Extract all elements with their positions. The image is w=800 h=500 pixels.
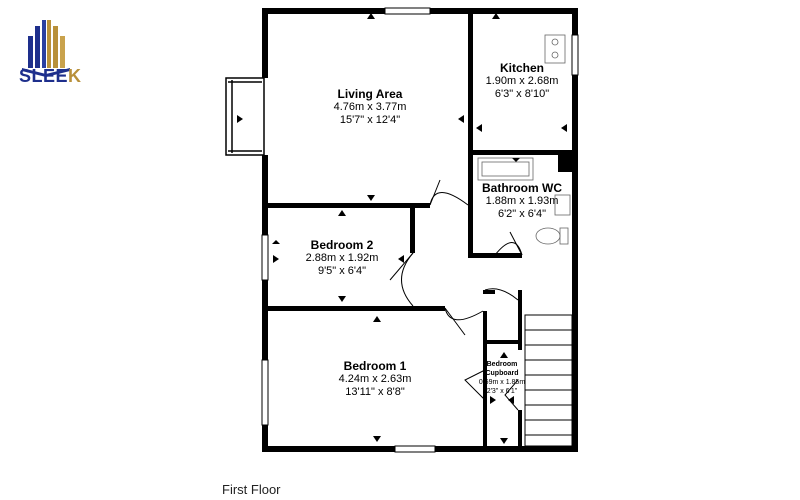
room-bathroom-wc: Bathroom WC 1.88m x 1.93m 6'2" x 6'4": [472, 182, 572, 221]
doors: [389, 179, 523, 411]
room-living-area: Living Area 4.76m x 3.77m 15'7" x 12'4": [300, 88, 440, 127]
room-imperial: 9'5" x 6'4": [317, 265, 367, 277]
room-bedroom-cupboard: Bedroom Cupboard 0.69m x 1.85m 2'3" x 6'…: [478, 360, 526, 396]
bay-window: [225, 77, 265, 156]
room-metric: 2.88m x 1.92m: [305, 252, 379, 264]
room-bedroom-1: Bedroom 1 4.24m x 2.63m 13'11" x 8'8": [315, 360, 435, 399]
room-metric: 0.69m x 1.85m: [478, 379, 526, 386]
logo-text: SLEEK: [19, 66, 82, 86]
room-name: Bedroom 2: [310, 238, 374, 252]
room-name: Bedroom 1: [343, 359, 407, 373]
arrows: [237, 13, 567, 444]
logo-icon: [22, 20, 70, 77]
room-metric: 1.90m x 2.68m: [485, 75, 559, 87]
room-imperial: 6'2" x 6'4": [497, 208, 547, 220]
floor-label: First Floor: [222, 482, 281, 497]
room-metric: 4.24m x 2.63m: [338, 373, 412, 385]
room-imperial: 15'7" x 12'4": [339, 114, 401, 126]
room-kitchen: Kitchen 1.90m x 2.68m 6'3" x 8'10": [472, 62, 572, 101]
stairs: [524, 314, 573, 447]
room-bedroom-2: Bedroom 2 2.88m x 1.92m 9'5" x 6'4": [282, 239, 402, 278]
room-name: Bedroom Cupboard: [485, 361, 519, 377]
fixtures: [477, 34, 571, 245]
room-name: Kitchen: [499, 61, 544, 75]
room-imperial: 13'11" x 8'8": [345, 386, 405, 398]
room-metric: 4.76m x 3.77m: [333, 101, 407, 113]
windows: [261, 7, 579, 453]
room-metric: 1.88m x 1.93m: [485, 195, 559, 207]
room-imperial: 2'3" x 6'1": [486, 388, 518, 395]
room-name: Bathroom WC: [482, 181, 562, 195]
room-name: Living Area: [337, 87, 403, 101]
room-imperial: 6'3" x 8'10": [494, 88, 550, 100]
